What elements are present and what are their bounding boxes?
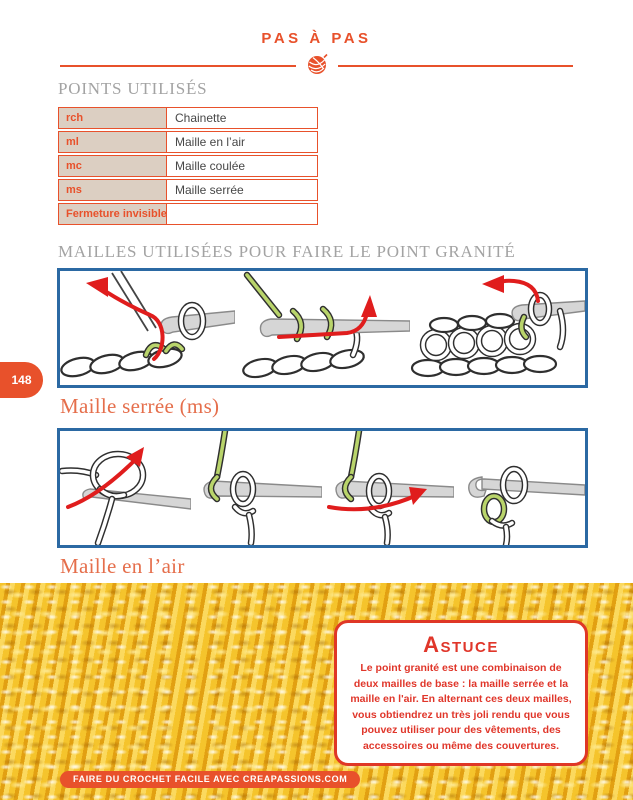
ml-step-4-illustration [468,465,585,545]
ml-illustration-box [57,428,588,548]
points-table-title: POINTS UTILISÉS [58,79,208,98]
ms-step-1-illustration [60,271,235,378]
ms-caption: Maille serrée (ms) [60,394,220,418]
stitch-abbr: Fermeture invisible [59,204,167,224]
ms-step-3-illustration [410,275,585,378]
granite-section-title: MAILLES UTILISÉES POUR FAIRE LE POINT GR… [58,242,516,261]
table-row: mc Maille coulée [58,155,318,177]
stitch-name: Maille en l’air [175,135,246,149]
ml-step-3-illustration [326,431,454,545]
table-row: ms Maille serrée [58,179,318,201]
ml-step-1-illustration [60,447,191,545]
header-rule [60,53,573,80]
points-table: rch Chainette ml Maille en l’air mc Mail… [58,107,318,227]
yarn-ball-icon [306,53,328,80]
astuce-tip-box: Astuce Le point granité est une combinai… [334,620,588,766]
footer-badge: FAIRE DU CROCHET FACILE AVEC CREAPASSION… [60,771,361,788]
stitch-abbr: rch [59,108,167,128]
ms-step-2-illustration [242,271,410,379]
header-line-left [60,65,296,67]
table-row: Fermeture invisible [58,203,318,225]
ml-step-2-illustration [203,431,323,545]
header-line-right [337,65,573,67]
stitch-name: Maille coulée [175,159,246,173]
stitch-abbr: ml [59,132,167,152]
ms-illustration-box [57,268,588,388]
stitch-name: Maille serrée [175,183,244,197]
astuce-text: Le point granité est une combinaison de … [350,662,572,752]
stitch-abbr: mc [59,156,167,176]
ml-caption: Maille en l’air [60,554,185,578]
stitch-name: Chainette [175,111,227,125]
page-title: PAS À PAS [261,30,372,47]
astuce-title: Astuce [423,632,499,657]
stitch-abbr: ms [59,180,167,200]
table-row: rch Chainette [58,107,318,129]
stitch-name [167,204,317,224]
table-row: ml Maille en l’air [58,131,318,153]
page-number-tab: 148 [0,362,43,398]
